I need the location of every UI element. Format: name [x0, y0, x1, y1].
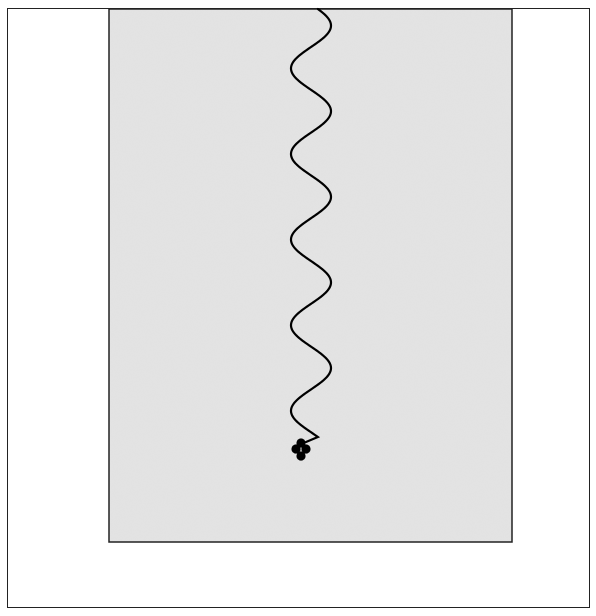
- particle-dot: [296, 451, 305, 460]
